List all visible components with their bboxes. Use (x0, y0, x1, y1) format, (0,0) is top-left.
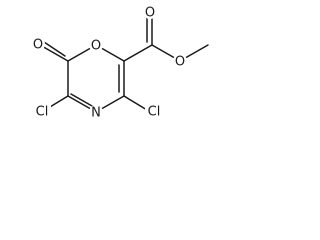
methyl-ester-bonds (123, 14, 209, 62)
bond-c6-ester-carbon (123, 44, 153, 62)
atom-label-ester-ether-oxygen: O (175, 55, 185, 70)
atom-label-nitrogen: N (91, 106, 101, 121)
atom-label-lactone-oxygen: O (33, 38, 43, 53)
atom-labels: O O N Cl Cl O O (31, 5, 187, 121)
atom-label-chlorine-right: Cl (148, 105, 161, 120)
bond-c2-carbonyl-o (39, 44, 69, 62)
pyrazinone-ring-bonds (67, 44, 125, 113)
lactone-carbonyl-bonds (39, 39, 69, 62)
chemical-structure-diagram: O O N Cl Cl O O (31, 5, 209, 121)
bond-c2-carbonyl-o-double (40, 39, 66, 57)
atom-label-ester-carbonyl-oxygen: O (145, 6, 155, 21)
bond-n4-c3-double (70, 93, 93, 107)
bond-c5-cl (123, 95, 148, 111)
atom-label-chlorine-left: Cl (36, 105, 49, 120)
atom-label-ring-oxygen: O (91, 39, 101, 54)
